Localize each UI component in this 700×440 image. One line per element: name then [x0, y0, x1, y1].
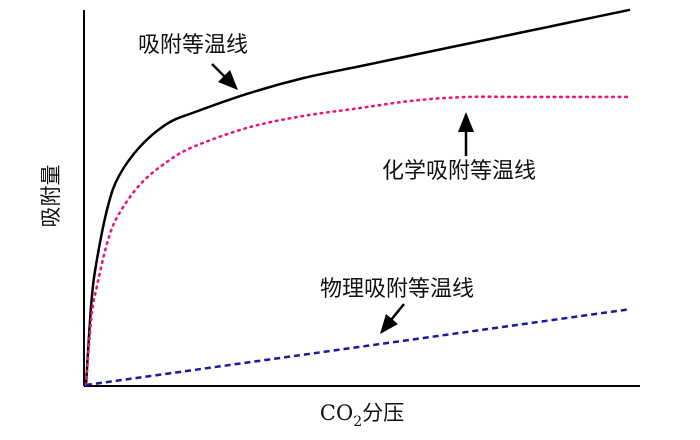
- arrow-chemical-adsorption-isotherm: [458, 112, 474, 156]
- series-adsorption-isotherm: [84, 8, 631, 386]
- arrow-adsorption-isotherm: [211, 63, 238, 90]
- series-layer: [84, 8, 632, 387]
- x-axis-label: CO2分压: [320, 401, 404, 430]
- series-physical-adsorption-isotherm: [85, 307, 631, 387]
- x-axis-label-main: CO: [320, 401, 353, 425]
- y-axis-label: 吸附量: [39, 165, 63, 228]
- x-axis-label-rest: 分压: [362, 401, 404, 425]
- axes: [83, 10, 640, 387]
- label-physical-adsorption-isotherm: 物理吸附等温线: [320, 277, 474, 302]
- label-adsorption-isotherm: 吸附等温线: [138, 33, 248, 58]
- label-chemical-adsorption-isotherm: 化学吸附等温线: [382, 159, 536, 184]
- series-chemical-adsorption-isotherm: [84, 95, 632, 387]
- x-axis-label-sub: 2: [353, 414, 362, 430]
- arrow-physical-adsorption-isotherm: [380, 303, 405, 334]
